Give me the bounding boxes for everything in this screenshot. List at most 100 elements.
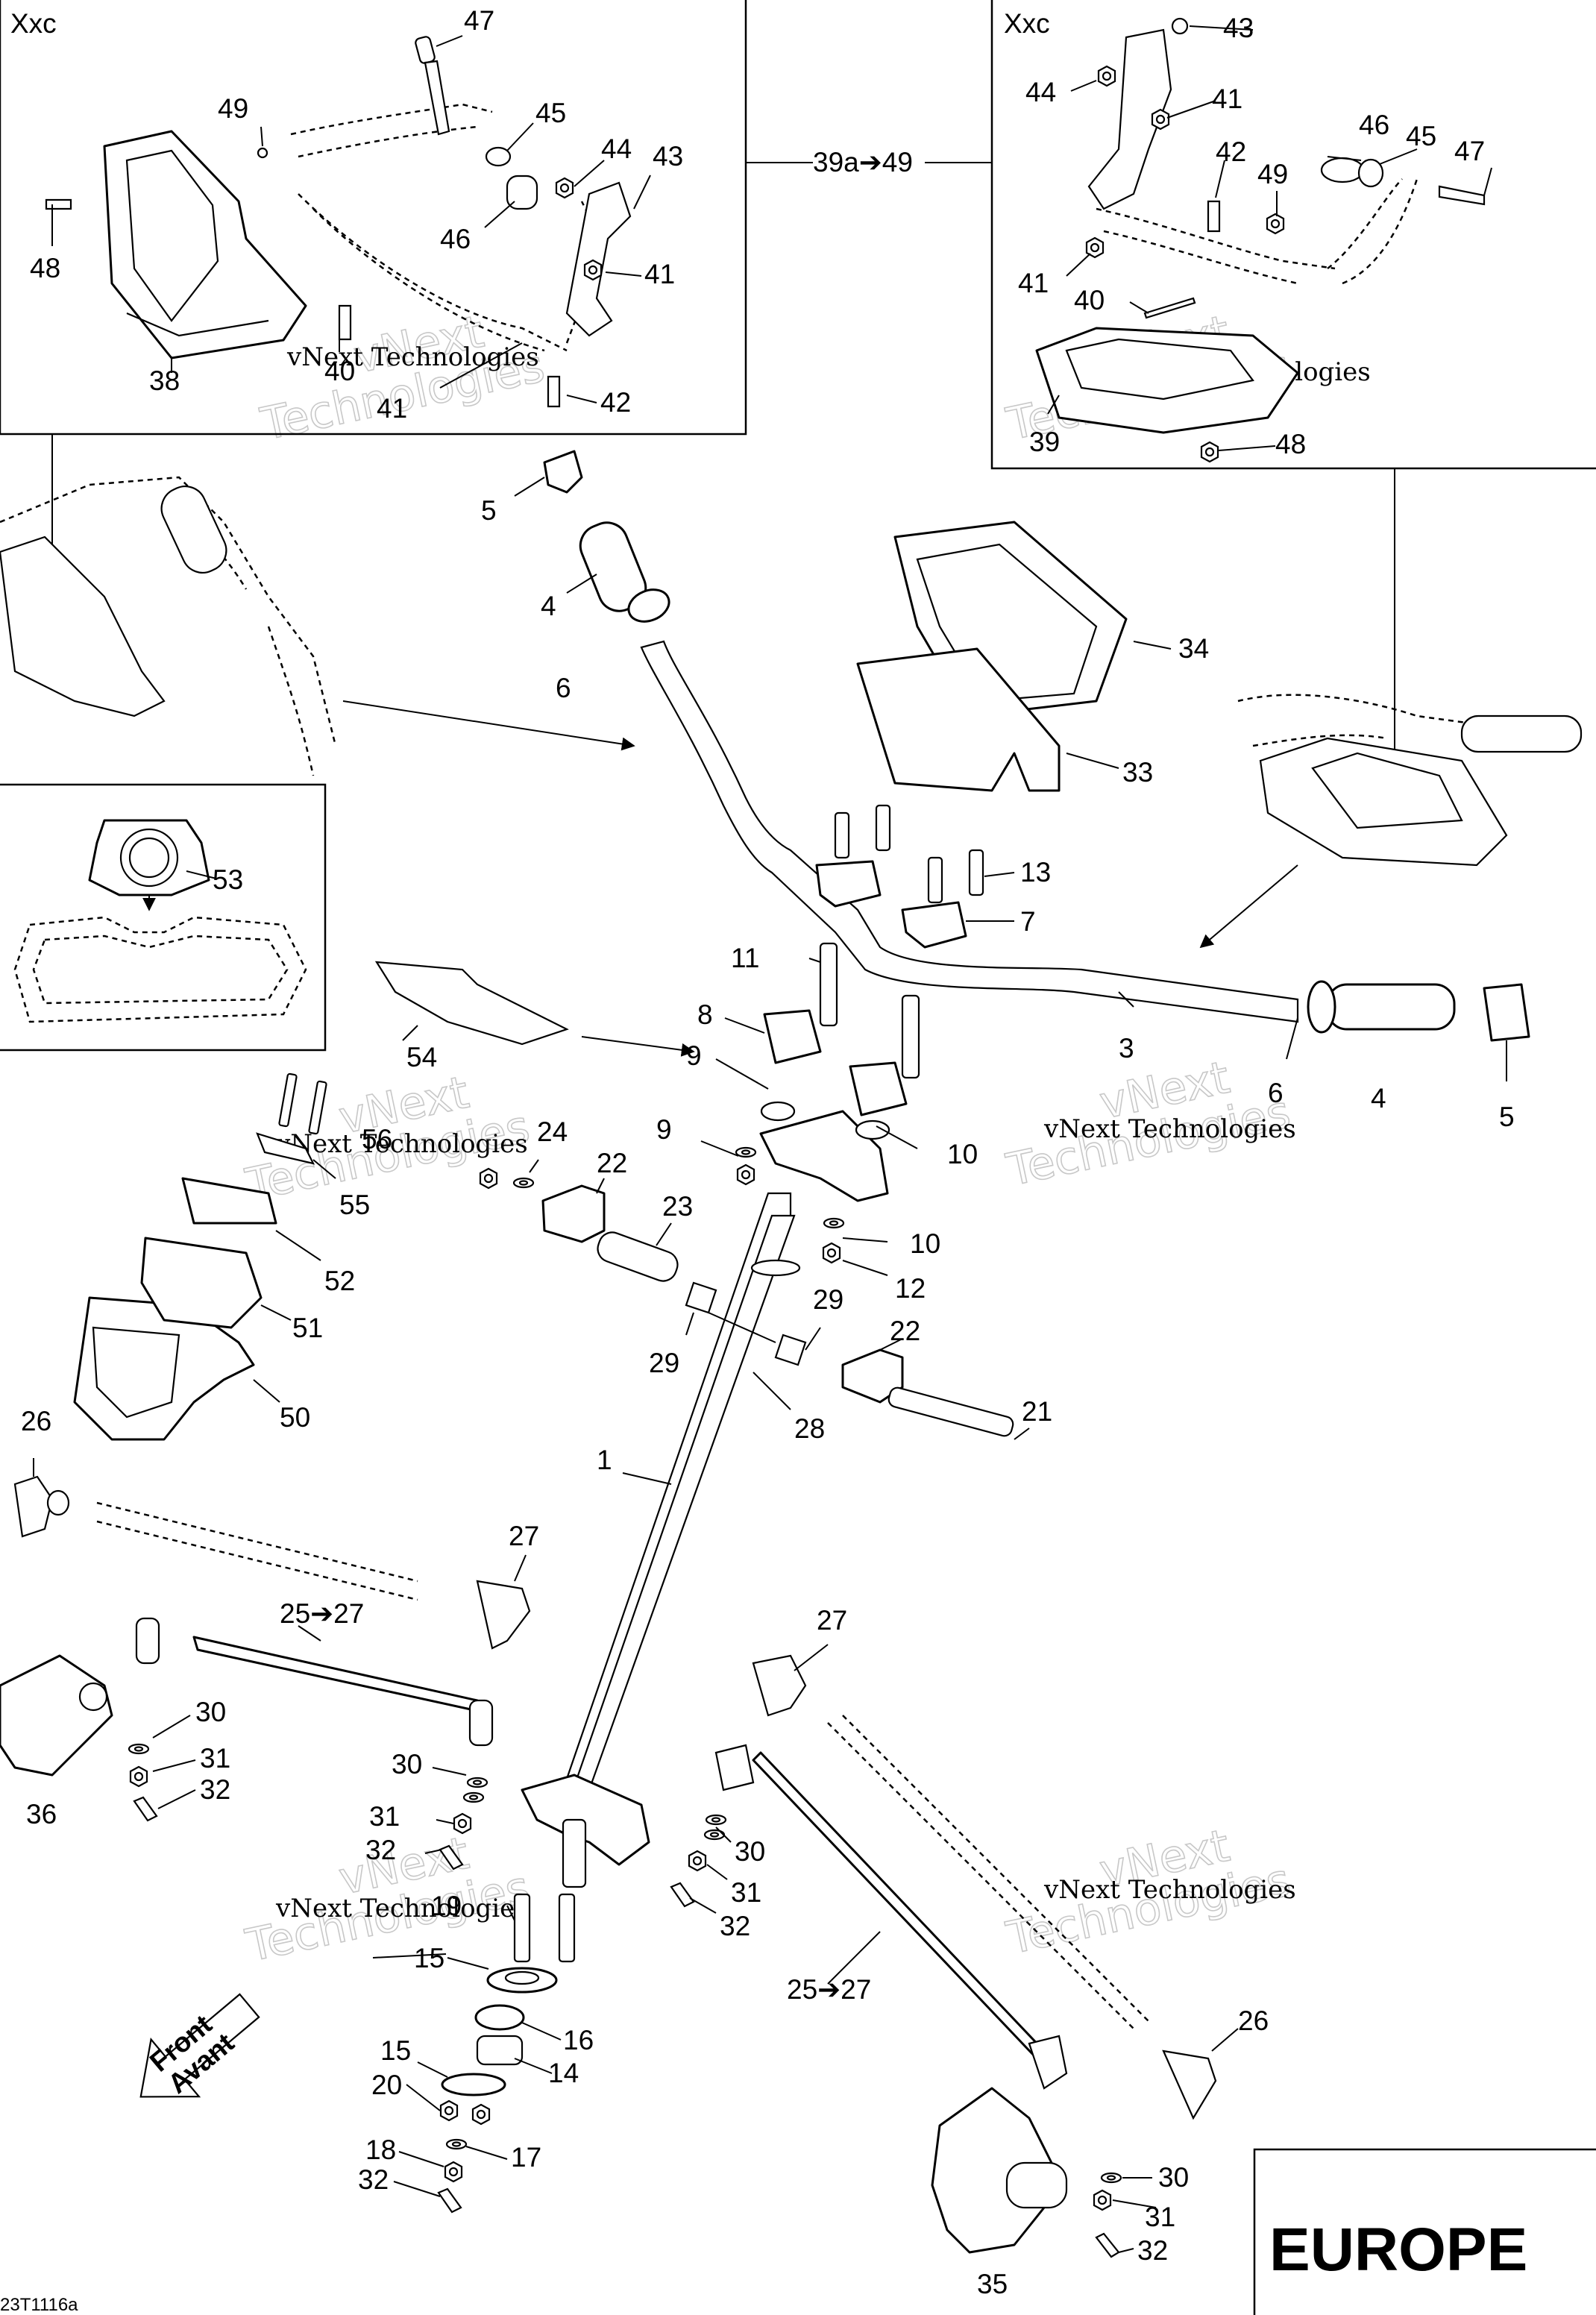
instrument-parts <box>73 1072 327 1441</box>
callout-group: 5 4 6 34 33 13 7 11 8 9 3 6 4 5 10 9 10 … <box>21 477 1515 2299</box>
callout-label: 1 <box>597 1445 612 1475</box>
callout-label: 30 <box>195 1697 226 1727</box>
callout-label: 8 <box>697 999 713 1030</box>
steering-column <box>437 1192 801 2214</box>
callout-label: 44 <box>601 134 632 164</box>
callout-label: 42 <box>600 387 631 418</box>
callout-label: 5 <box>1499 1102 1515 1132</box>
callout-label: 31 <box>369 1801 400 1832</box>
callout-label: 26 <box>21 1406 51 1436</box>
callout-label: 18 <box>365 2135 396 2165</box>
callout-label: 12 <box>895 1273 926 1304</box>
handlebar-assembly <box>374 450 1530 1264</box>
callout-label: 24 <box>537 1116 568 1147</box>
callout-label: 39 <box>1029 427 1060 457</box>
callout-label: 53 <box>213 864 243 895</box>
cross-reference-label: 39a➔49 <box>813 147 913 178</box>
callout-label: 38 <box>149 365 180 396</box>
callout-label: 9 <box>656 1114 672 1145</box>
callout-label: 29 <box>813 1284 843 1315</box>
watermark-text: vNext Technologies <box>1043 1875 1296 1905</box>
callout-label: 4 <box>1371 1083 1386 1113</box>
knuckle-parts <box>0 1654 1122 2258</box>
callout-label: 5 <box>481 495 497 526</box>
callout-label: 6 <box>556 673 571 703</box>
callout-label: 27 <box>817 1605 847 1636</box>
inset-handguard-right: Xxc 43 44 41 42 49 <box>990 0 1596 470</box>
callout-label: 46 <box>440 224 471 254</box>
callout-label: 9 <box>686 1040 702 1071</box>
callout-label: 45 <box>535 98 566 128</box>
callout-label: 36 <box>26 1799 57 1829</box>
tie-rods <box>13 1475 1217 2120</box>
callout-label: 41 <box>644 259 675 289</box>
callout-label: 55 <box>339 1190 370 1220</box>
callout-label: 32 <box>1137 2235 1168 2266</box>
drawing-code: 23T1116a <box>0 2295 78 2315</box>
callout-label: 25➔27 <box>787 1974 871 2005</box>
callout-label: 30 <box>735 1836 765 1867</box>
callout-label: 26 <box>1238 2005 1269 2036</box>
callout-label: 48 <box>30 253 60 283</box>
callout-label: 31 <box>1145 2202 1175 2232</box>
callout-label: 25➔27 <box>280 1598 364 1629</box>
callout-label: 28 <box>794 1413 825 1444</box>
callout-label: 45 <box>1406 121 1436 151</box>
callout-label: 29 <box>649 1348 679 1378</box>
callout-label: 49 <box>1257 159 1288 189</box>
callout-label: 44 <box>1025 77 1056 107</box>
callout-label: 51 <box>292 1313 323 1343</box>
callout-label: 14 <box>548 2058 579 2088</box>
callout-label: 11 <box>731 943 759 973</box>
callout-label: 48 <box>1275 429 1306 459</box>
callout-label: 50 <box>280 1402 310 1433</box>
callout-label: 30 <box>392 1749 422 1780</box>
callout-label: 6 <box>1268 1078 1284 1108</box>
inset-handguard-left: Xxc 49 <box>0 0 747 436</box>
callout-label: 49 <box>218 93 248 124</box>
inset-label: Xxc <box>1004 8 1050 39</box>
callout-label: 43 <box>653 141 683 172</box>
callout-label: 32 <box>200 1774 230 1805</box>
callout-label: 35 <box>977 2269 1008 2299</box>
region-label: EUROPE <box>1269 2216 1527 2284</box>
front-direction-marker: Front Avant <box>139 1993 260 2099</box>
callout-label: 22 <box>597 1148 627 1178</box>
callout-label: 47 <box>1454 136 1485 166</box>
callout-label: 47 <box>464 5 494 36</box>
callout-label: 23 <box>662 1191 693 1222</box>
callout-label: 41 <box>377 393 407 424</box>
watermark-text: vNext Technologies <box>1043 1114 1296 1144</box>
callout-label: 22 <box>890 1316 920 1346</box>
callout-label: 30 <box>1158 2162 1189 2193</box>
callout-label: 32 <box>720 1911 750 1941</box>
callout-label: 34 <box>1178 633 1209 664</box>
handguard-assembled-left <box>0 476 635 776</box>
callout-label: 15 <box>414 1943 444 1973</box>
callout-label: 17 <box>511 2142 541 2173</box>
callout-label: 31 <box>731 1877 761 1908</box>
callout-label: 33 <box>1122 757 1153 788</box>
callout-label: 54 <box>406 1042 437 1072</box>
callout-label: 21 <box>1022 1396 1052 1427</box>
watermark-text: vNext Technologies <box>275 1894 528 1923</box>
callout-label: 32 <box>358 2164 389 2195</box>
handguard-assembled-right <box>1199 694 1583 949</box>
callout-label: 40 <box>1074 285 1105 315</box>
callout-label: 42 <box>1216 136 1246 167</box>
callout-label: 31 <box>200 1743 230 1774</box>
callout-label: 40 <box>324 356 355 386</box>
callout-label: 46 <box>1359 110 1389 140</box>
inset-gauge: 53 <box>0 783 327 1052</box>
callout-label: 27 <box>509 1521 539 1551</box>
callout-label: 41 <box>1212 84 1242 114</box>
callout-label: 19 <box>431 1891 462 1921</box>
callout-label: 3 <box>1119 1033 1134 1064</box>
callout-label: 10 <box>910 1228 940 1259</box>
inset-label: Xxc <box>10 8 57 39</box>
callout-label: 52 <box>324 1266 355 1296</box>
callout-label: 13 <box>1020 857 1051 888</box>
callout-label: 10 <box>947 1139 978 1169</box>
callout-label: 41 <box>1018 268 1049 298</box>
